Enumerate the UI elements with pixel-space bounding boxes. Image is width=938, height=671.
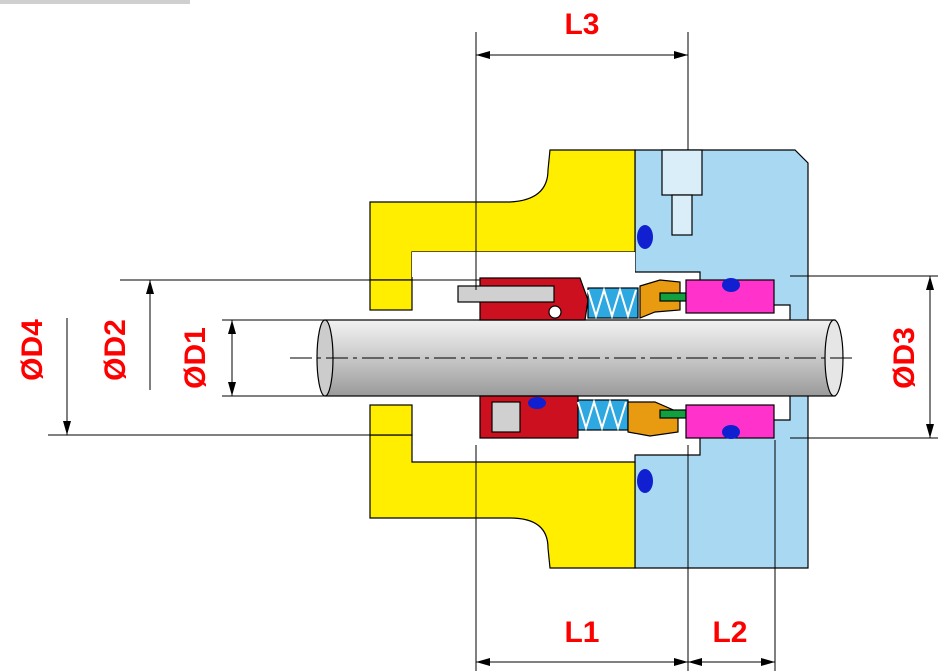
seal-cavity (412, 252, 635, 277)
housing-port-channel (671, 194, 693, 236)
label-l2: L2 (712, 616, 747, 649)
gland-lip-bottom (369, 404, 413, 436)
label-d2: ØD2 (99, 319, 132, 381)
dimension-d3: ØD3 (790, 275, 938, 439)
label-d3: ØD3 (888, 327, 921, 389)
housing-o-ring-bottom (637, 469, 653, 493)
secondary-seal-bottom (659, 409, 687, 419)
set-screw-top (457, 285, 555, 303)
set-screw-bottom (491, 401, 521, 433)
label-d4: ØD4 (16, 319, 49, 381)
dimension-d2: ØD2 (99, 279, 480, 390)
gland-plate-bottom (369, 434, 636, 569)
seat-o-ring-bottom (722, 425, 740, 439)
housing-o-ring-top (637, 225, 653, 249)
dimension-d1: ØD1 (179, 319, 325, 397)
dimension-d4: ØD4 (16, 318, 370, 436)
spring-top (587, 286, 639, 320)
label-d1: ØD1 (179, 327, 212, 389)
housing-port (661, 149, 703, 196)
seat-o-ring-top (722, 278, 740, 292)
gland-lip-top (369, 279, 413, 311)
corner-bar (0, 0, 190, 4)
secondary-seal-top (659, 292, 687, 302)
dimension-l1-l2: L1 L2 (475, 440, 776, 671)
label-l1: L1 (564, 616, 599, 649)
seal-body-o-ring-bottom (528, 397, 546, 409)
set-screw-fastener (548, 305, 562, 319)
dimension-l3: L3 (475, 8, 689, 290)
spring-bottom (577, 398, 629, 432)
drive-ring-bottom (627, 401, 679, 437)
label-l3: L3 (564, 8, 599, 41)
